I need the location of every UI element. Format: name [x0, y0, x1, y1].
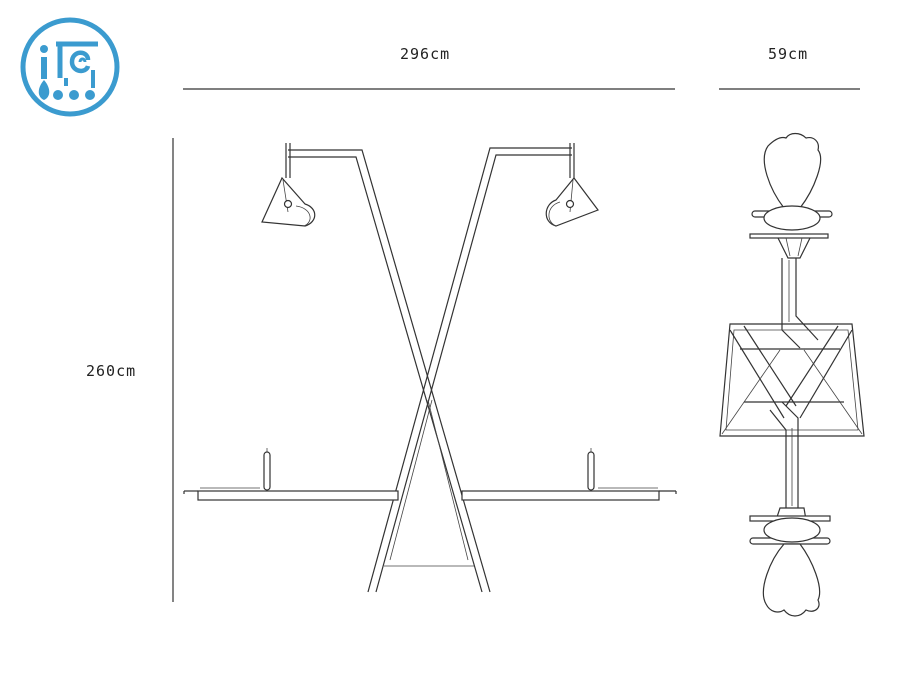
height-dimension-label: 260cm [86, 362, 137, 380]
brand-logo-icon [20, 17, 120, 117]
front-view [183, 143, 677, 593]
side-view [719, 132, 865, 617]
width-dimension-label: 296cm [400, 45, 451, 63]
depth-dimension-label: 59cm [768, 45, 809, 63]
